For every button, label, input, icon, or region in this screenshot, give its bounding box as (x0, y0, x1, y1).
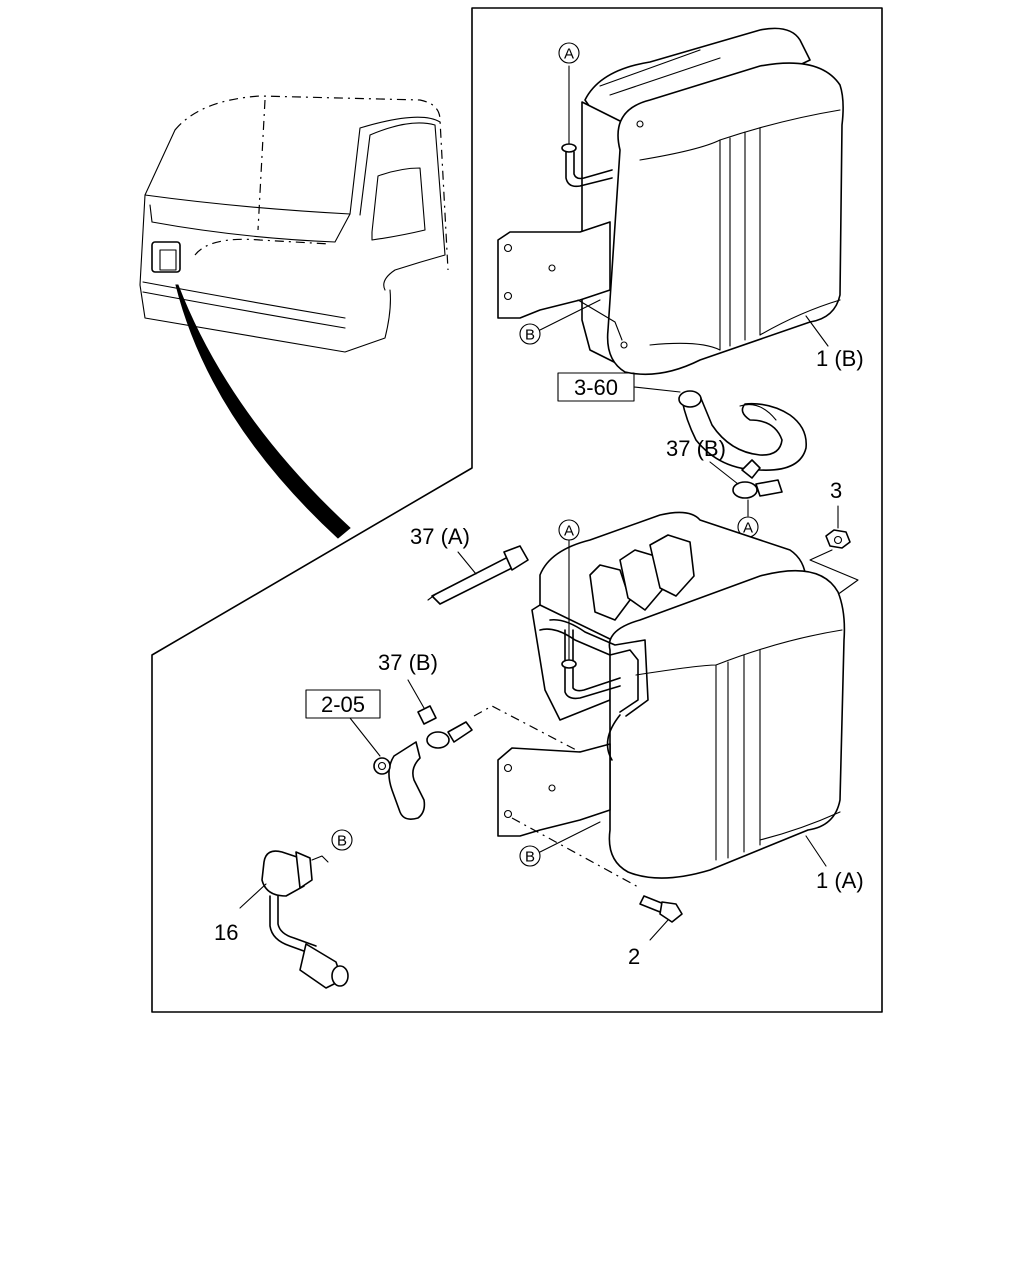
pressure-switch (261, 850, 349, 989)
svg-text:A: A (743, 520, 753, 537)
callout-clamp-b-lower: 37 (B) (378, 650, 438, 675)
callout-nut: 3 (830, 478, 842, 503)
svg-text:A: A (564, 46, 574, 63)
ref-box-2-05 (305, 689, 381, 719)
marker-a-lower: A (558, 519, 580, 541)
nut (825, 529, 851, 549)
tie-strap (427, 545, 529, 605)
hose-clamp-lower (417, 705, 473, 749)
marker-b-upper: B (519, 299, 601, 345)
svg-text:B: B (337, 833, 347, 850)
marker-a-upper: A (558, 42, 580, 64)
callout-tank-b: 1 (B) (816, 346, 864, 371)
callout-tank-a: 1 (A) (816, 868, 864, 893)
bolt (639, 895, 683, 923)
oil-tank-b (497, 27, 844, 376)
hose-clamp-upper (732, 459, 783, 499)
callout-clamp-b-upper: 37 (B) (666, 436, 726, 461)
callout-strap-a: 37 (A) (410, 524, 470, 549)
ref-3-60: 3-60 (574, 375, 618, 400)
marker-b-lower: B (519, 821, 601, 867)
hose-upper (678, 390, 807, 471)
ref-2-05: 2-05 (321, 692, 365, 717)
diagram-frame (151, 7, 883, 1013)
locator-arrow (175, 284, 351, 539)
truck-cab-illustration (139, 95, 449, 539)
callout-switch: 16 (214, 920, 238, 945)
svg-text:B: B (525, 327, 535, 344)
callout-bolt: 2 (628, 944, 640, 969)
svg-text:A: A (564, 523, 574, 540)
marker-b-switch: B (331, 829, 353, 851)
oil-tank-a (497, 511, 846, 879)
hose-lower (373, 741, 426, 820)
svg-text:B: B (525, 849, 535, 866)
